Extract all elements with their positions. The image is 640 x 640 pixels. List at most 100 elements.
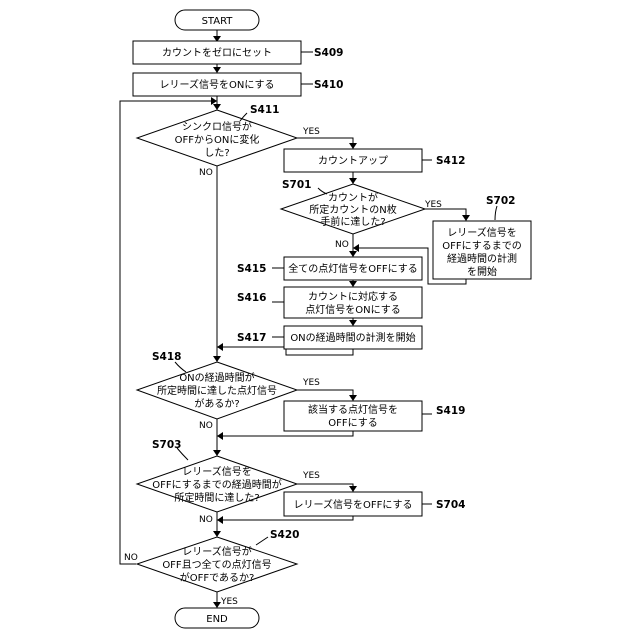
no-label: NO <box>199 421 213 431</box>
process-s416: カウントに対応する 点灯信号をONにする <box>284 287 422 318</box>
decision-text: した? <box>204 147 229 159</box>
arrowhead <box>349 281 357 287</box>
connector-s703-yes <box>297 484 353 492</box>
process-text: OFFにするまでの <box>442 240 521 252</box>
step-label-s419: S419 <box>436 405 465 417</box>
decision-text: 所定時間に達した? <box>174 491 259 504</box>
connector-s418-yes <box>297 390 353 401</box>
no-label: NO <box>124 553 138 563</box>
step-label-s411: S411 <box>250 104 279 116</box>
decision-text: がOFFであるか? <box>180 571 255 584</box>
step-label-s409: S409 <box>314 47 343 59</box>
yes-label: YES <box>424 200 442 210</box>
connector-s411-yes <box>297 138 353 149</box>
arrowhead <box>349 320 357 326</box>
process-text: レリーズ信号をONにする <box>160 78 275 91</box>
arrowhead <box>217 343 223 351</box>
process-s417: ONの経過時間の計測を開始 <box>284 326 422 349</box>
arrowhead <box>217 432 223 440</box>
step-label-s415: S415 <box>237 263 266 275</box>
decision-s411: シンクロ信号が OFFからONに変化 した? <box>137 110 297 166</box>
connector-s704-return <box>217 516 353 520</box>
end-terminal: END <box>175 608 259 628</box>
no-label: NO <box>199 515 213 525</box>
process-text: カウントアップ <box>318 155 388 167</box>
decision-s420: レリーズ信号が OFF且つ全ての点灯信号 がOFFであるか? <box>137 537 297 592</box>
arrowhead <box>213 531 221 537</box>
decision-s418: ONの経過時間が 所定時間に達した点灯信号 があるか? <box>137 362 297 419</box>
decision-text: シンクロ信号が <box>182 120 252 133</box>
step-label-s704: S704 <box>436 499 465 511</box>
step-label-s420: S420 <box>270 529 299 541</box>
step-label-s410: S410 <box>314 79 343 91</box>
yes-label: YES <box>220 597 238 607</box>
decision-text: 手前に達した? <box>320 215 385 228</box>
arrowhead <box>349 395 357 401</box>
decision-text: カウントが <box>328 191 378 204</box>
arrowhead <box>349 251 357 257</box>
decision-text: レリーズ信号が <box>182 545 252 558</box>
decision-text: OFFにするまでの経過時間が <box>152 478 281 491</box>
decision-text: 所定カウントのN枚 <box>309 203 396 216</box>
no-label: NO <box>335 240 349 250</box>
decision-text: OFFからONに変化 <box>175 133 260 146</box>
process-text: ONの経過時間の計測を開始 <box>290 331 415 344</box>
process-s704: レリーズ信号をOFFにする <box>284 492 422 516</box>
no-label: NO <box>199 168 213 178</box>
arrowhead <box>213 104 221 110</box>
step-label-s417: S417 <box>237 332 266 344</box>
process-text: 該当する点灯信号を <box>308 403 398 416</box>
process-text: 全ての点灯信号をOFFにする <box>288 262 417 275</box>
process-s419: 該当する点灯信号を OFFにする <box>284 401 422 431</box>
decision-text: レリーズ信号を <box>182 465 252 478</box>
yes-label: YES <box>302 127 320 137</box>
step-label-s701: S701 <box>282 179 311 191</box>
decision-s703: レリーズ信号を OFFにするまでの経過時間が 所定時間に達した? <box>137 456 297 512</box>
step-label-s702: S702 <box>486 195 515 207</box>
process-s410: レリーズ信号をONにする <box>133 73 301 96</box>
step-leader <box>175 362 186 372</box>
start-label: START <box>202 16 234 27</box>
connectors <box>120 30 466 608</box>
arrowhead <box>213 356 221 362</box>
yes-label: YES <box>302 471 320 481</box>
process-text: カウントをゼロにセット <box>162 47 272 59</box>
step-label-s412: S412 <box>436 155 465 167</box>
arrowhead <box>213 450 221 456</box>
arrowhead <box>349 178 357 184</box>
process-s415: 全ての点灯信号をOFFにする <box>284 257 422 280</box>
process-s409: カウントをゼロにセット <box>133 41 301 64</box>
end-label: END <box>206 614 228 625</box>
arrowhead <box>349 486 357 492</box>
connector-s701-yes <box>425 209 466 221</box>
decision-text: ONの経過時間が <box>179 371 254 384</box>
process-text: 経過時間の計測 <box>447 252 517 265</box>
arrowhead <box>462 215 470 221</box>
decision-s701: カウントが 所定カウントのN枚 手前に達した? <box>281 184 425 234</box>
step-label-s416: S416 <box>237 292 266 304</box>
arrowhead <box>217 516 223 524</box>
connector-s419-return <box>217 431 353 436</box>
process-text: レリーズ信号を <box>447 226 517 239</box>
step-leader <box>495 206 497 220</box>
process-text: OFFにする <box>328 417 377 429</box>
process-s412: カウントアップ <box>284 149 422 172</box>
step-label-s418: S418 <box>152 351 181 363</box>
process-s702: レリーズ信号を OFFにするまでの 経過時間の計測 を開始 <box>433 221 531 279</box>
decision-text: OFF且つ全ての点灯信号 <box>162 558 271 571</box>
arrowhead <box>349 143 357 149</box>
step-label-s703: S703 <box>152 439 181 451</box>
process-text: を開始 <box>467 265 497 278</box>
process-text: カウントに対応する <box>308 290 398 303</box>
arrowhead <box>211 97 217 105</box>
step-leader <box>256 537 268 545</box>
arrowhead <box>213 602 221 608</box>
arrowhead <box>353 244 359 252</box>
process-text: 点灯信号をONにする <box>305 304 400 316</box>
yes-label: YES <box>302 378 320 388</box>
start-terminal: START <box>175 10 259 30</box>
step-leader <box>318 188 327 194</box>
process-text: レリーズ信号をOFFにする <box>294 498 413 511</box>
decision-text: 所定時間に達した点灯信号 <box>157 384 277 397</box>
